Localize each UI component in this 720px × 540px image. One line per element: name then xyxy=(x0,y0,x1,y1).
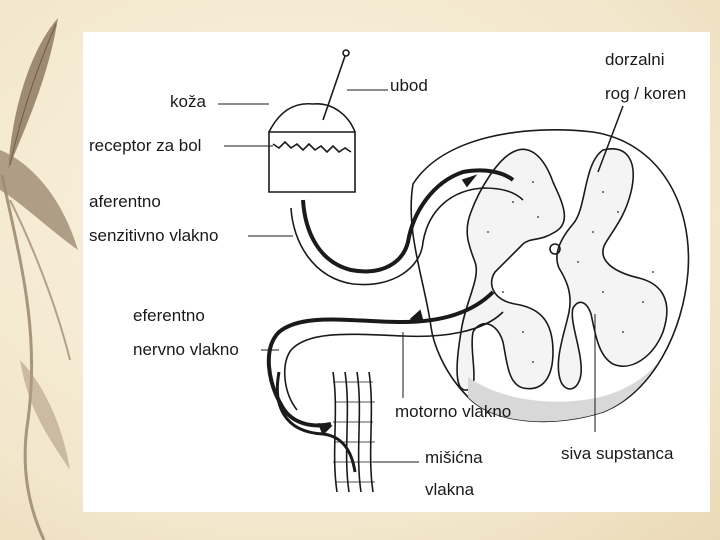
needle-head xyxy=(342,49,350,57)
efferent-sheath xyxy=(283,311,504,411)
label-vlakna: vlakna xyxy=(425,480,475,499)
arrow-efferent xyxy=(409,309,425,324)
gray-matter-right-lobe xyxy=(556,148,668,390)
leader-dorzalni xyxy=(597,105,624,173)
reflex-arc-figure: koža ubod receptor za bol aferentno senz… xyxy=(83,32,710,512)
label-misicna: mišićna xyxy=(425,448,483,467)
efferent-fiber xyxy=(266,290,495,428)
leaf-vein xyxy=(9,23,57,166)
motor-branch xyxy=(275,371,357,473)
leaf-stem xyxy=(0,174,71,540)
label-rog-koren: rog / koren xyxy=(605,84,687,103)
leaf-middle-icon xyxy=(0,150,78,250)
label-receptor: receptor za bol xyxy=(89,136,202,155)
label-nervno: nervno vlakno xyxy=(133,340,239,359)
gray-matter-butterfly xyxy=(456,148,566,391)
skin-block xyxy=(268,131,356,193)
label-dorzalni: dorzalni xyxy=(605,50,665,69)
label-ubod: ubod xyxy=(390,76,428,95)
label-siva-supstanca: siva supstanca xyxy=(561,444,674,463)
reflex-arc-diagram xyxy=(218,49,690,493)
skin-surface xyxy=(268,103,356,133)
pain-receptor xyxy=(272,140,352,154)
label-aferentno: aferentno xyxy=(89,192,161,211)
central-canal xyxy=(549,243,561,255)
spinal-cord-outline xyxy=(410,129,690,423)
arrow-motor xyxy=(317,422,333,436)
ventral-shading xyxy=(468,362,658,422)
label-motorno: motorno vlakno xyxy=(395,402,512,421)
leaf-lower-icon xyxy=(20,360,70,470)
label-eferentno: eferentno xyxy=(133,306,205,325)
arrow-afferent xyxy=(461,174,478,188)
afferent-sheath xyxy=(290,187,524,286)
label-senzitivno: senzitivno vlakno xyxy=(89,226,219,245)
afferent-fiber xyxy=(301,168,515,274)
leaf-upper-icon xyxy=(8,18,58,170)
gray-matter-stipple xyxy=(487,181,654,363)
needle-line xyxy=(322,55,346,121)
label-koza: koža xyxy=(170,92,206,111)
muscle-fibers xyxy=(332,371,375,493)
